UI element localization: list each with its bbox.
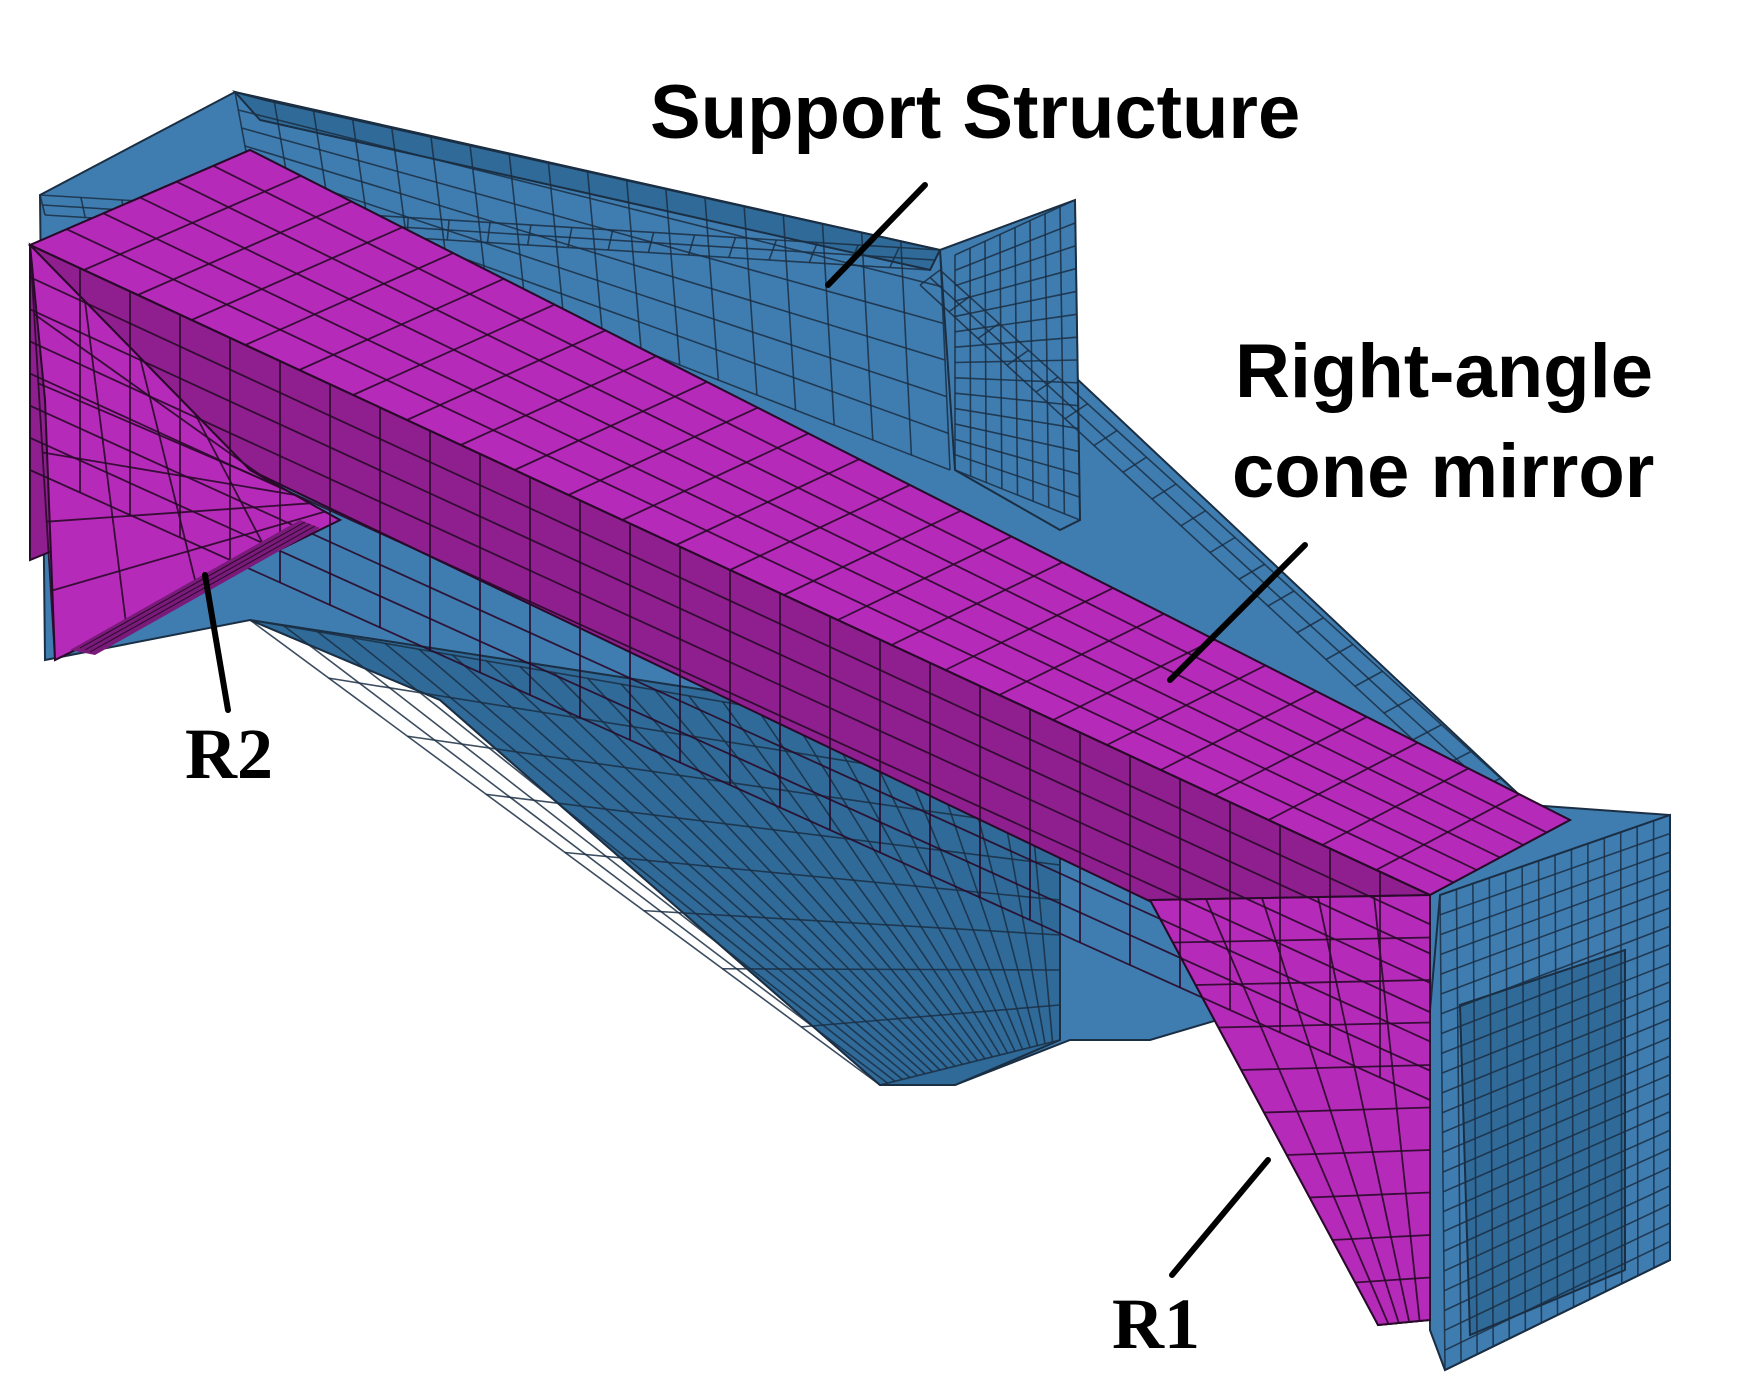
- support-structure-leader: [825, 182, 928, 288]
- r2-label: R2: [185, 714, 273, 794]
- mirror-label-line1: Right-angle: [1235, 329, 1653, 414]
- mirror-right-wedge: [1148, 893, 1431, 1327]
- r2-fillet: [70, 520, 320, 655]
- mirror-label-line2: cone mirror: [1232, 429, 1654, 514]
- r2-leader: [202, 572, 231, 713]
- r1-label: R1: [1112, 1284, 1200, 1364]
- r1-leader: [1169, 1157, 1271, 1278]
- support-vertical-bracket: [938, 198, 1082, 532]
- mirror-leader: [1167, 542, 1308, 683]
- support-structure-label: Support Structure: [650, 70, 1300, 155]
- mirror-mesh: [29, 149, 1571, 1326]
- support-end-frame-inner: [1458, 948, 1626, 1337]
